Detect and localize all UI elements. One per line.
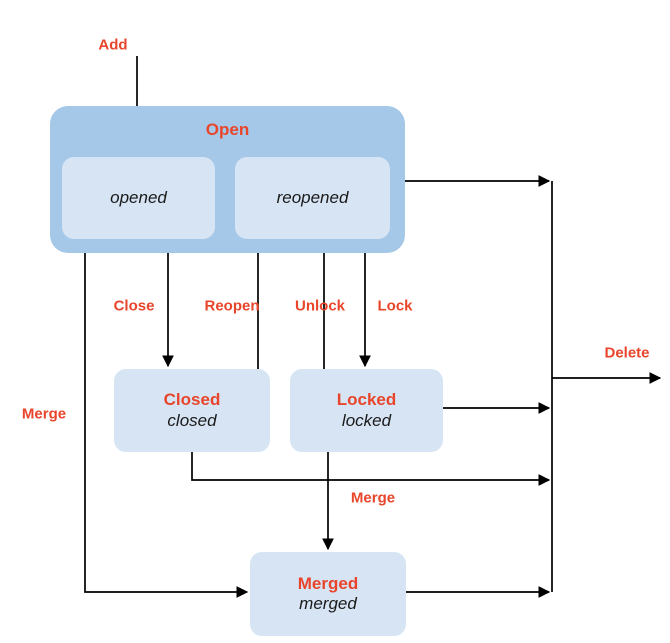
state-opened-label: opened bbox=[110, 188, 167, 207]
edge-label-unlock: Unlock bbox=[294, 297, 346, 315]
state-merged[interactable]: Merged merged bbox=[250, 552, 406, 636]
edge-label-close: Close bbox=[113, 297, 155, 315]
group-open-title: Open bbox=[205, 120, 250, 139]
state-closed-sub: closed bbox=[167, 410, 217, 430]
edge-closed-to-bus bbox=[191, 452, 551, 486]
edge-label-merge-left: Merge bbox=[21, 405, 67, 423]
state-closed-title: Closed bbox=[163, 390, 221, 410]
state-reopened[interactable]: reopened bbox=[235, 157, 390, 239]
edge-merge-left bbox=[84, 253, 249, 598]
state-opened[interactable]: opened bbox=[62, 157, 215, 239]
state-merged-title: Merged bbox=[297, 573, 359, 593]
state-closed[interactable]: Closed closed bbox=[114, 369, 270, 452]
state-locked-sub: locked bbox=[341, 410, 392, 430]
edge-label-reopen: Reopen bbox=[204, 297, 260, 315]
edge-label-lock: Lock bbox=[377, 297, 413, 315]
state-locked[interactable]: Locked locked bbox=[290, 369, 443, 452]
state-merged-sub: merged bbox=[299, 594, 357, 613]
edge-label-delete: Delete bbox=[604, 344, 650, 362]
state-locked-title: Locked bbox=[336, 390, 397, 410]
edge-label-merge-center: Merge bbox=[350, 489, 396, 507]
edge-label-add: Add bbox=[98, 36, 128, 54]
state-reopened-label: reopened bbox=[276, 188, 349, 207]
